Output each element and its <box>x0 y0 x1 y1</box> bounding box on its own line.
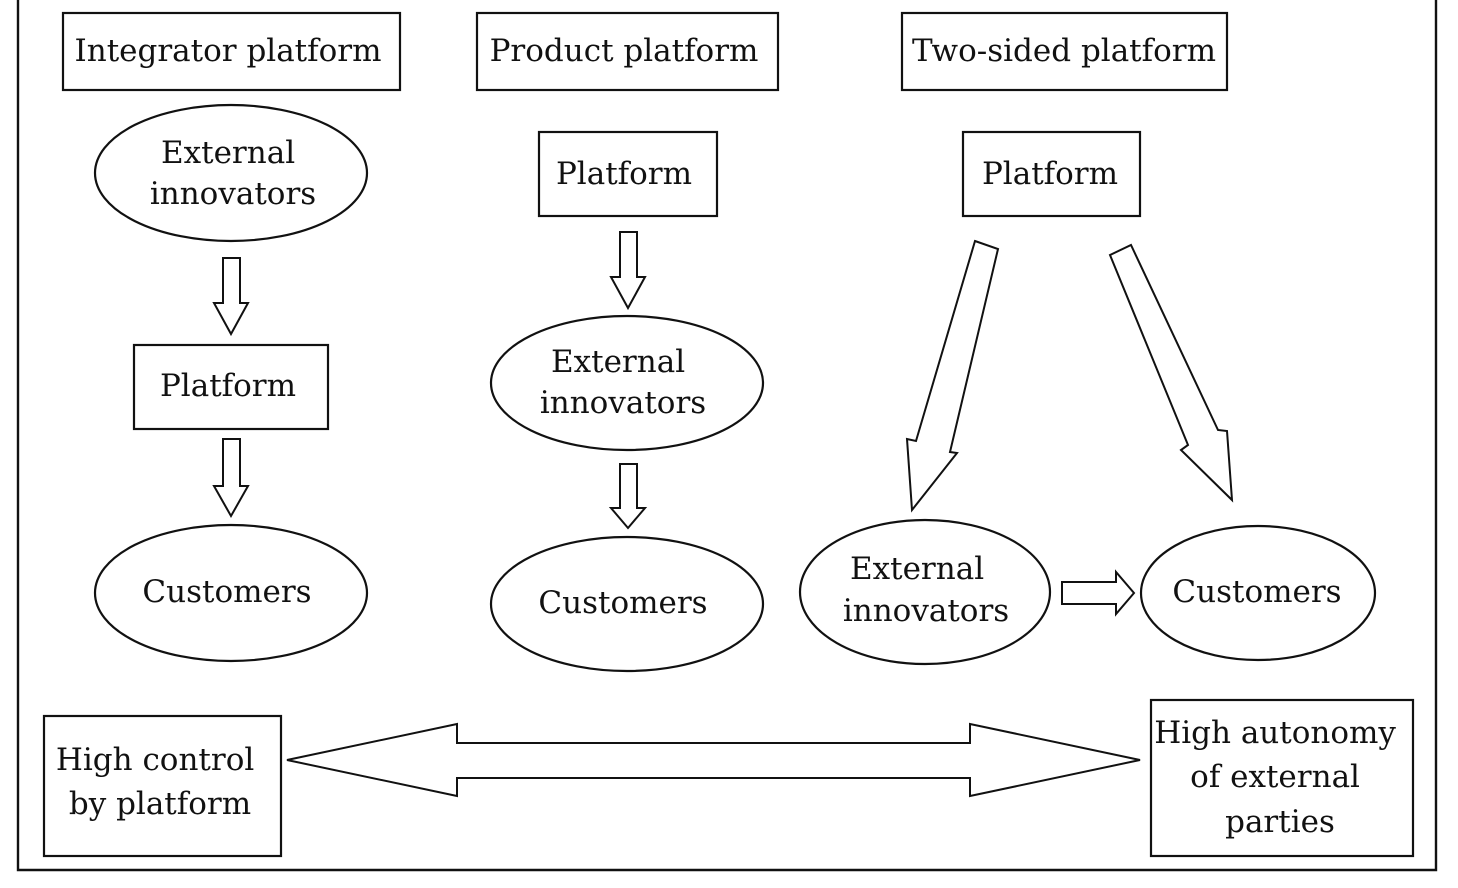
label-line-1: High autonomy <box>1154 715 1396 751</box>
control-autonomy-spectrum: High control by platform High autonomy o… <box>42 698 1415 858</box>
high-control-label: High control by platform <box>56 742 264 822</box>
product-customers-node <box>489 535 765 673</box>
product-arrow-down-1 <box>609 231 647 311</box>
integrator-platform-label: Platform <box>160 368 296 404</box>
two-sided-customers-node <box>1139 524 1377 662</box>
integrator-external-innovators-node <box>93 103 369 243</box>
product-platform-label: Platform <box>556 156 692 192</box>
integrator-arrow-down-1 <box>212 257 250 337</box>
high-control-box <box>42 714 283 858</box>
label-line-1: External <box>161 135 295 171</box>
two-sided-arrow-to-customers <box>1108 243 1234 503</box>
two-sided-arrow-to-innovators <box>905 239 1000 513</box>
integrator-column: Integrator platform External innovators … <box>61 11 402 663</box>
two-sided-external-innovators-label: External innovators <box>843 551 1009 629</box>
double-headed-spectrum-arrow <box>286 722 1141 798</box>
two-sided-column: Two-sided platform Platform External inn… <box>798 11 1377 666</box>
integrator-arrow-down-2 <box>212 438 250 519</box>
two-sided-title-box <box>900 11 1229 92</box>
label-line-2: of external <box>1190 759 1360 795</box>
two-sided-platform-label: Platform <box>982 156 1118 192</box>
product-external-innovators-label: External innovators <box>540 344 706 421</box>
two-sided-title: Two-sided platform <box>912 33 1216 69</box>
label-line-3: parties <box>1225 804 1335 840</box>
high-autonomy-box <box>1149 698 1415 858</box>
two-sided-platform-node <box>961 130 1142 218</box>
two-sided-arrow-innovators-to-customers <box>1061 569 1136 617</box>
label-line-1: External <box>850 551 984 587</box>
outer-frame <box>16 0 1438 872</box>
two-sided-customers-label: Customers <box>1172 574 1341 610</box>
label-line-2: innovators <box>843 593 1009 629</box>
integrator-external-innovators-label: External innovators <box>150 135 316 212</box>
integrator-customers-node <box>93 523 369 663</box>
two-sided-external-innovators-node <box>798 518 1052 666</box>
label-line-2: innovators <box>150 176 316 212</box>
label-line-1: External <box>551 344 685 380</box>
label-line-2: innovators <box>540 385 706 421</box>
product-title-box <box>475 11 780 92</box>
label-line-1: High control <box>56 742 254 778</box>
product-customers-label: Customers <box>538 585 707 621</box>
integrator-platform-node <box>132 343 330 431</box>
integrator-title-box <box>61 11 402 92</box>
label-line-2: by platform <box>69 786 251 822</box>
product-column: Product platform Platform External innov… <box>475 11 780 673</box>
integrator-customers-label: Customers <box>142 574 311 610</box>
integrator-title: Integrator platform <box>74 33 381 69</box>
high-autonomy-label: High autonomy of external parties <box>1154 715 1406 840</box>
product-external-innovators-node <box>489 314 765 452</box>
product-title: Product platform <box>490 33 759 69</box>
product-arrow-down-2 <box>608 463 648 530</box>
product-platform-node <box>537 130 719 218</box>
